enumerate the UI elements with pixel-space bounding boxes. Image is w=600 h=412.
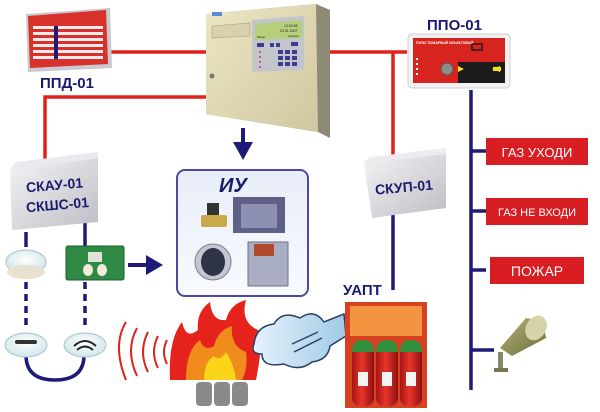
dashed-wires (24, 282, 87, 328)
smoke-detector-top (5, 249, 47, 279)
sign-gas-leave-text: ГАЗ УХОДИ (502, 145, 573, 160)
skup-01-box: СКУП-01 (364, 148, 446, 218)
ppd-01-label: ППД-01 (40, 75, 94, 92)
interface-module (65, 245, 125, 281)
skau-01-box: СКАУ-01 СКШС-01 (10, 152, 98, 230)
sign-fire-text: ПОЖАР (511, 263, 563, 279)
lcd-date: 23.01.2007 (280, 29, 298, 33)
control-cabinet: 14:34:55 23.01.2007 Меню Журнал (206, 4, 330, 138)
cylinder (400, 340, 422, 406)
heat-detector (63, 332, 107, 358)
loudspeaker-icon (494, 315, 547, 372)
wire-detectors-loop (24, 354, 86, 382)
uapt-cylinders: УАПТ (343, 282, 427, 408)
skshs-01-label: СКШС-01 (25, 194, 89, 215)
keypad-panel: 14:34:55 23.01.2007 Меню Журнал (252, 16, 304, 72)
ppo-01-console: ППО-01 ПУЛЬТ ПОЖАРНЫЙ ОБЪЕКТОВЫЙ (407, 17, 511, 89)
detection-waves (118, 321, 168, 381)
fire-icon (169, 300, 261, 406)
cylinder (376, 340, 398, 406)
gas-cloud-icon (252, 312, 347, 369)
iu-actuators-group: ИУ (176, 169, 309, 297)
sign-gas-no-enter: ГАЗ НЕ ВХОДИ (486, 198, 588, 225)
damper-actuator-icon (247, 241, 289, 287)
sign-fire: ПОЖАР (490, 257, 584, 284)
solenoid-valve-icon (201, 203, 227, 227)
signal-wires (24, 90, 494, 390)
sign-gas-leave: ГАЗ УХОДИ (486, 138, 588, 165)
fire-damper-icon (233, 197, 285, 233)
power-wires (43, 50, 407, 163)
lcd-log: Журнал (288, 34, 299, 38)
lcd-menu: Меню (257, 35, 266, 39)
ppd-01-panel: ППД-01 (26, 8, 112, 92)
sign-gas-no-enter-text: ГАЗ НЕ ВХОДИ (498, 207, 576, 219)
cylinder (352, 340, 374, 406)
round-damper-icon (194, 243, 232, 281)
skup-01-label: СКУП-01 (374, 177, 433, 198)
skau-01-label: СКАУ-01 (25, 174, 84, 195)
lcd-time: 14:34:55 (284, 24, 298, 28)
uapt-label: УАПТ (343, 282, 382, 299)
smoke-detector-bottom (4, 332, 48, 358)
arrow-controller-iu (233, 128, 253, 160)
iu-label: ИУ (219, 175, 248, 197)
ppo-header: ПУЛЬТ ПОЖАРНЫЙ ОБЪЕКТОВЫЙ (416, 41, 474, 45)
arrow-module-iu (128, 255, 163, 275)
ppo-01-label: ППО-01 (427, 17, 482, 34)
wire-controller-skau (43, 95, 206, 162)
